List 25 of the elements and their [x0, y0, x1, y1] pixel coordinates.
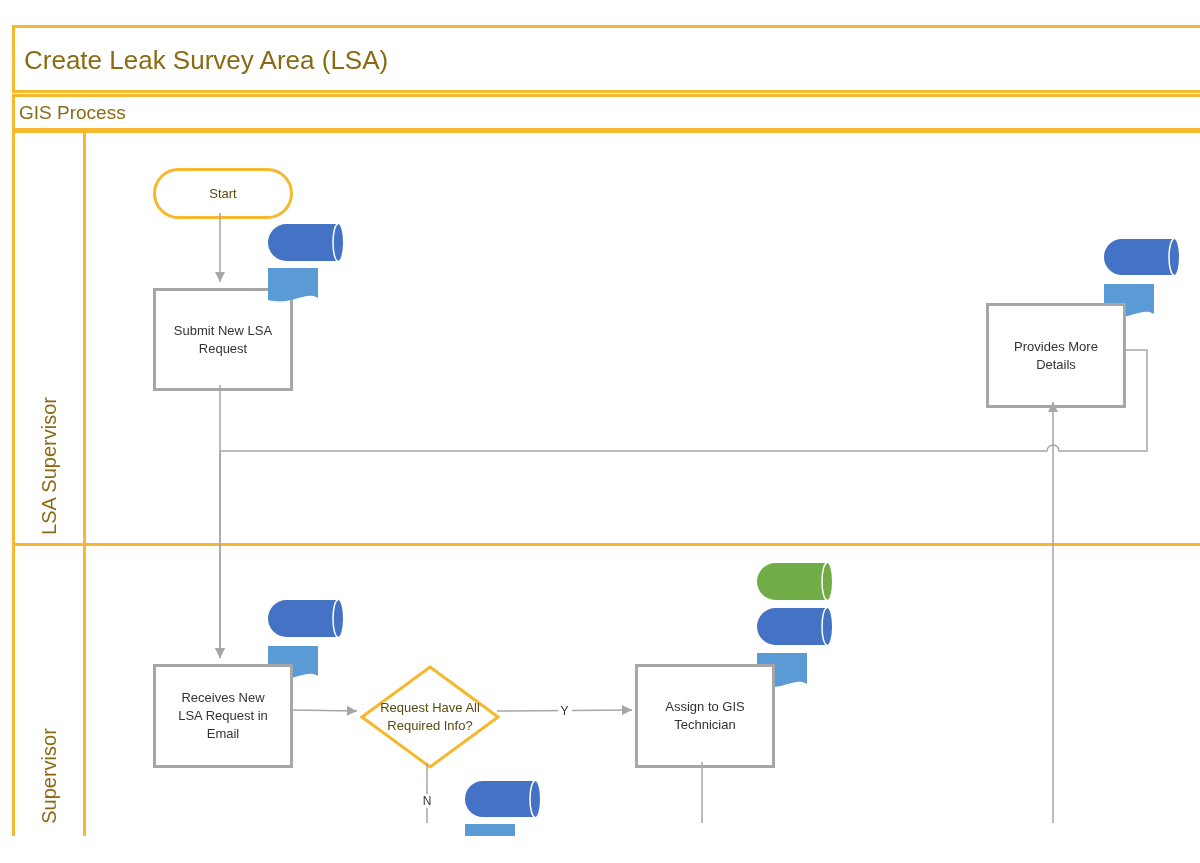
- start-terminator: Start: [153, 168, 293, 219]
- decision-diamond: Request Have All Required Info?: [360, 665, 500, 769]
- process-box: Assign to GIS Technician: [635, 664, 775, 768]
- document-shape: [268, 268, 318, 304]
- data-tag: [268, 224, 343, 261]
- process-box: Receives New LSA Request in Email: [153, 664, 293, 768]
- swimlane: [15, 543, 1200, 836]
- process-box: Provides More Details: [986, 303, 1126, 408]
- data-tag: [757, 563, 832, 600]
- connector-arrow: [215, 212, 225, 283]
- edge-label: Y: [557, 703, 572, 718]
- connector-arrow: [215, 349, 1148, 659]
- connector-arrow: [1048, 401, 1058, 823]
- lane-label: Supervisor: [37, 728, 61, 824]
- data-tag: [757, 608, 832, 645]
- swimlane: [15, 130, 1200, 543]
- lane-title: GIS Process: [19, 102, 126, 124]
- data-tag: [465, 781, 540, 817]
- lane-label: LSA Supervisor: [37, 397, 61, 535]
- diagram-title: Create Leak Survey Area (LSA): [12, 25, 1200, 93]
- data-tag: [1104, 239, 1179, 275]
- process-box: Submit New LSA Request: [153, 288, 293, 391]
- pool-frame: [12, 94, 1200, 836]
- connector-arrow: [496, 705, 633, 716]
- data-tag: [268, 600, 343, 637]
